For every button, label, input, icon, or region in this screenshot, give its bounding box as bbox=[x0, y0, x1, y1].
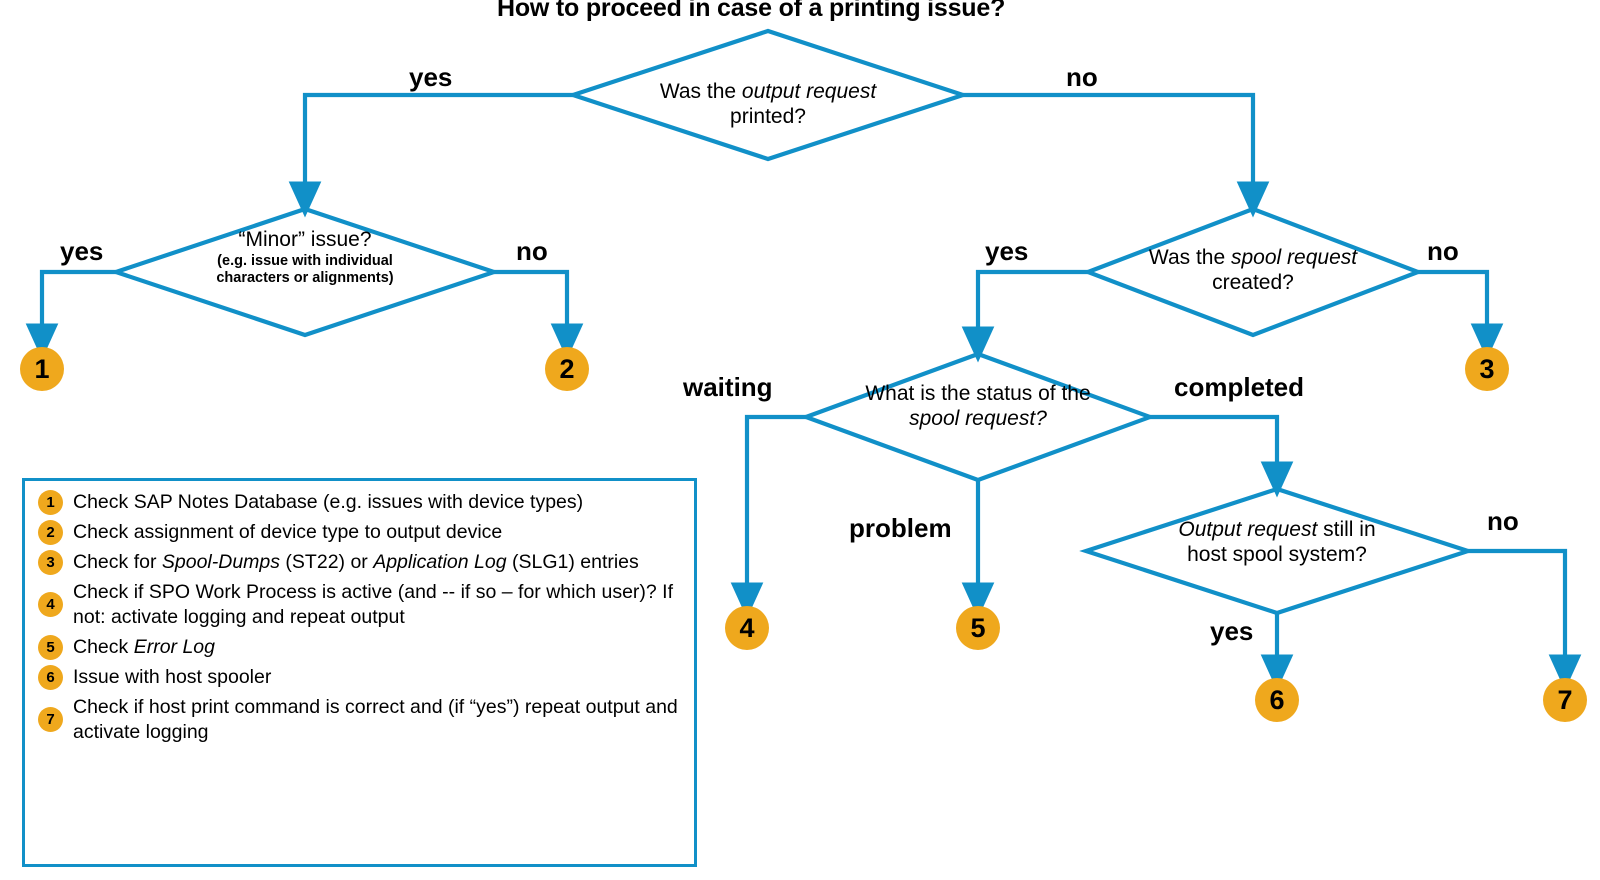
edge-minor-no bbox=[494, 269, 584, 360]
edge-label-host-no: no bbox=[1487, 506, 1519, 536]
edge-spool-no bbox=[1418, 269, 1504, 360]
marker-1: 1 bbox=[20, 347, 64, 391]
edge-label-spool-yes: yes bbox=[985, 236, 1029, 266]
edge-label-status-completed: completed bbox=[1174, 372, 1305, 402]
decision-minor-issue-line3: characters or alignments) bbox=[216, 270, 394, 287]
marker-3: 3 bbox=[1465, 347, 1509, 391]
marker-5: 5 bbox=[956, 606, 1000, 650]
legend-marker-2: 2 bbox=[38, 520, 63, 545]
legend-item-text: Check Error Log bbox=[73, 635, 215, 658]
legend-item-text: Check if host print command is correct a… bbox=[73, 695, 678, 743]
legend-marker-4: 4 bbox=[38, 592, 63, 618]
legend-item: 2 Check assignment of device type to outp… bbox=[38, 520, 688, 545]
decision-spool-created-line1-em: spool request bbox=[1231, 246, 1358, 269]
edge-status-completed bbox=[1150, 414, 1294, 498]
edge-label-minor-yes: yes bbox=[60, 236, 104, 266]
legend-item: 1 Check SAP Notes Database (e.g. issues w… bbox=[38, 490, 688, 515]
legend-item-text: Check assignment of device type to outpu… bbox=[73, 521, 503, 544]
decision-output-in-host-text: Output request still in host spool syste… bbox=[1137, 518, 1417, 568]
legend-item-text: Check SAP Notes Database (e.g. issues wi… bbox=[73, 491, 584, 514]
decision-output-in-host-line1-em: Output request bbox=[1178, 518, 1318, 541]
decision-spool-status-line1: What is the status of the bbox=[865, 382, 1091, 405]
decision-minor-issue-line2: (e.g. issue with individual bbox=[217, 252, 393, 269]
legend-marker-3: 3 bbox=[38, 550, 63, 575]
decision-spool-status-text: What is the status of the spool request? bbox=[838, 382, 1118, 432]
legend-box: 1 Check SAP Notes Database (e.g. issues w… bbox=[22, 478, 697, 867]
legend-item: 4 Check if SPO Work Process is active (an… bbox=[38, 580, 688, 630]
decision-output-in-host-line1-post: still in bbox=[1317, 518, 1376, 541]
legend-item-text: Check for Spool-Dumps (ST22) or Applicat… bbox=[73, 551, 639, 574]
legend-list: 1 Check SAP Notes Database (e.g. issues w… bbox=[38, 490, 688, 750]
edge-spool-yes bbox=[961, 269, 1088, 363]
edge-host-no bbox=[1468, 548, 1582, 691]
legend-item-text: Check if SPO Work Process is active (and… bbox=[73, 581, 673, 628]
edge-label-printed-no: no bbox=[1066, 62, 1098, 92]
legend-item: 6 Issue with host spooler bbox=[38, 664, 688, 690]
edge-label-host-yes: yes bbox=[1210, 616, 1254, 646]
legend-marker-1: 1 bbox=[38, 490, 63, 515]
legend-item: 3 Check for Spool-Dumps (ST22) or Applica… bbox=[38, 550, 688, 575]
decision-spool-created-text: Was the spool request created? bbox=[1113, 246, 1393, 296]
edge-label-spool-no: no bbox=[1427, 236, 1459, 266]
edge-status-waiting bbox=[730, 414, 806, 619]
legend-marker-7: 7 bbox=[38, 707, 63, 733]
decision-spool-created-line2: created? bbox=[1212, 270, 1294, 294]
legend-marker-5: 5 bbox=[38, 634, 63, 660]
decision-minor-issue-line1: “Minor” issue? bbox=[238, 228, 372, 251]
decision-minor-issue-text: “Minor” issue? (e.g. issue with individu… bbox=[185, 228, 425, 288]
edge-label-printed-yes: yes bbox=[409, 62, 453, 92]
decision-output-printed-line2: printed? bbox=[730, 104, 806, 128]
edge-printed-no bbox=[963, 92, 1270, 218]
page-title: How to proceed in case of a printing iss… bbox=[497, 0, 1006, 22]
edge-label-status-waiting: waiting bbox=[683, 372, 773, 402]
decision-output-printed-line1-pre: Was the bbox=[659, 80, 742, 103]
legend-marker-6: 6 bbox=[38, 664, 63, 690]
marker-6: 6 bbox=[1255, 678, 1299, 722]
marker-7: 7 bbox=[1543, 678, 1587, 722]
edge-label-status-problem: problem bbox=[849, 513, 952, 543]
decision-spool-created-line1-pre: Was the bbox=[1148, 246, 1231, 269]
legend-item-text: Issue with host spooler bbox=[73, 665, 272, 688]
decision-output-printed-text: Was the output request printed? bbox=[628, 80, 908, 130]
legend-item: 7 Check if host print command is correct … bbox=[38, 695, 688, 745]
edge-minor-yes bbox=[25, 269, 116, 360]
decision-spool-status-line2: spool request? bbox=[909, 406, 1047, 430]
edge-printed-yes bbox=[288, 92, 573, 218]
decision-output-in-host-line2: host spool system? bbox=[1187, 542, 1367, 566]
legend-item: 5 Check Error Log bbox=[38, 634, 688, 660]
decision-output-printed-line1-em: output request bbox=[741, 80, 877, 103]
edge-label-minor-no: no bbox=[516, 236, 548, 266]
marker-4: 4 bbox=[725, 606, 769, 650]
marker-2: 2 bbox=[545, 347, 589, 391]
